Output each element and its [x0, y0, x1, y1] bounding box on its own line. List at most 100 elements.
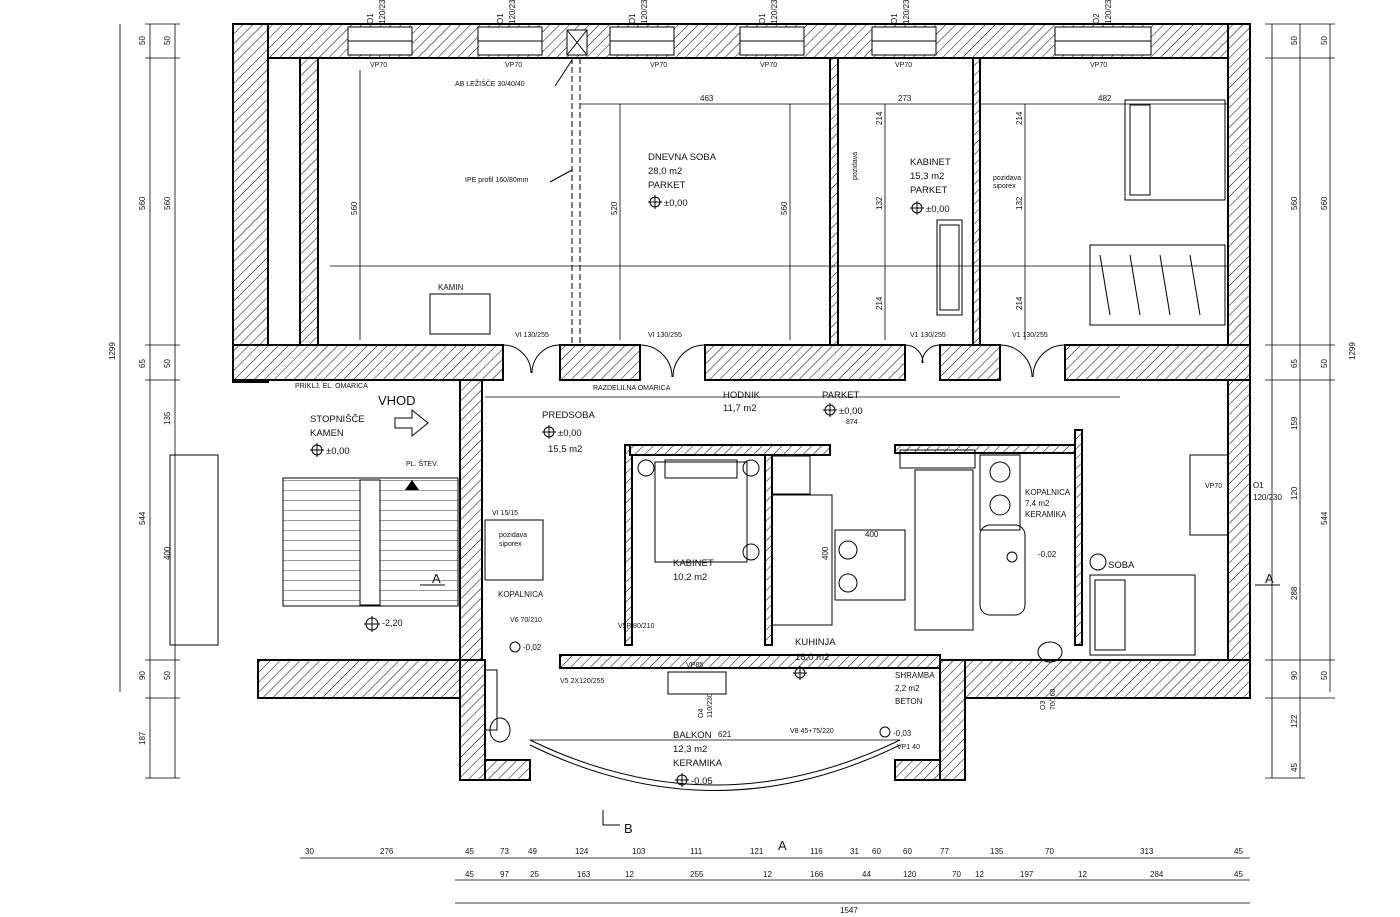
svg-text:VHOD: VHOD — [378, 393, 416, 408]
svg-text:12: 12 — [975, 870, 984, 879]
svg-text:V5P 80/210: V5P 80/210 — [618, 623, 655, 630]
svg-text:V6 70/210: V6 70/210 — [510, 617, 542, 624]
svg-text:121: 121 — [750, 847, 764, 856]
svg-text:KABINET: KABINET — [673, 558, 714, 569]
svg-text:pozidava: pozidava — [852, 152, 859, 180]
svg-text:VP70: VP70 — [650, 62, 667, 69]
svg-text:50: 50 — [1320, 671, 1329, 680]
svg-text:VP70: VP70 — [1205, 483, 1222, 490]
svg-text:70/160: 70/160 — [1050, 688, 1057, 710]
room-hodnik: HODNIK 11,7 m2 PARKET ±0,00 874 — [485, 390, 1120, 426]
svg-text:45: 45 — [1290, 763, 1299, 772]
svg-text:544: 544 — [1320, 511, 1329, 525]
svg-text:V8 45+75/220: V8 45+75/220 — [790, 728, 834, 735]
svg-text:560: 560 — [163, 196, 172, 210]
svg-text:O1: O1 — [496, 13, 505, 24]
svg-text:BETON: BETON — [895, 697, 923, 706]
room-soba: SOBA VP70 O1 120/230 — [1089, 454, 1282, 656]
svg-text:±0,00: ±0,00 — [326, 446, 350, 457]
svg-text:49: 49 — [528, 847, 537, 856]
svg-text:116: 116 — [810, 847, 823, 856]
svg-text:97: 97 — [500, 870, 509, 879]
dimension-lines — [119, 23, 1335, 904]
svg-text:111: 111 — [690, 847, 703, 856]
svg-text:197: 197 — [1020, 870, 1034, 879]
svg-text:PARKET: PARKET — [648, 180, 686, 191]
svg-text:874: 874 — [846, 419, 858, 426]
svg-text:VP85: VP85 — [686, 662, 703, 669]
svg-text:90: 90 — [1290, 671, 1299, 680]
svg-text:120/230: 120/230 — [508, 0, 517, 24]
svg-text:KERAMIKA: KERAMIKA — [1025, 510, 1067, 519]
svg-text:16,0 m2: 16,0 m2 — [795, 652, 829, 663]
svg-text:±0,00: ±0,00 — [839, 406, 863, 417]
svg-text:463: 463 — [700, 94, 714, 103]
left-dimension-labels: 1299 50 50 560 560 65 50 135 400 544 90 … — [108, 36, 172, 745]
svg-text:PRIKLJ. EL. OMARICA: PRIKLJ. EL. OMARICA — [295, 383, 368, 390]
svg-text:560: 560 — [1290, 196, 1299, 210]
svg-text:V1 130/255: V1 130/255 — [910, 332, 946, 339]
svg-text:PARKET: PARKET — [910, 185, 948, 196]
svg-text:KAMIN: KAMIN — [438, 283, 464, 292]
svg-text:284: 284 — [1150, 870, 1164, 879]
svg-text:A: A — [432, 571, 441, 586]
svg-text:124: 124 — [575, 847, 589, 856]
svg-text:50: 50 — [138, 36, 147, 45]
svg-text:45: 45 — [1234, 870, 1243, 879]
svg-text:166: 166 — [810, 870, 824, 879]
svg-text:VP70: VP70 — [505, 62, 522, 69]
svg-text:KOPALNICA: KOPALNICA — [498, 590, 544, 599]
bedroom-furniture — [1089, 99, 1226, 326]
svg-text:103: 103 — [632, 847, 646, 856]
svg-text:400: 400 — [865, 530, 879, 539]
svg-text:±0,00: ±0,00 — [558, 428, 582, 439]
svg-text:65: 65 — [138, 359, 147, 368]
svg-text:135: 135 — [163, 411, 172, 425]
svg-text:120: 120 — [903, 870, 917, 879]
svg-text:28,0 m2: 28,0 m2 — [648, 166, 682, 177]
svg-text:90: 90 — [138, 671, 147, 680]
svg-text:O1: O1 — [758, 13, 767, 24]
svg-text:45: 45 — [465, 870, 474, 879]
svg-text:273: 273 — [898, 94, 912, 103]
svg-text:60: 60 — [903, 847, 912, 856]
svg-text:O3: O3 — [1040, 701, 1047, 710]
svg-text:HODNIK: HODNIK — [723, 390, 761, 401]
svg-text:12,3 m2: 12,3 m2 — [673, 744, 707, 755]
svg-text:VI 130/255: VI 130/255 — [515, 332, 549, 339]
room-kopalnica-left: KOPALNICA pozidava siporex VI 15/15 V6 7… — [484, 510, 544, 743]
svg-text:A: A — [1265, 571, 1274, 586]
svg-text:O4: O4 — [698, 709, 705, 718]
svg-text:VP70: VP70 — [370, 62, 387, 69]
bottom-dimension-row-1: 30 276 45 73 49 124 103 111 121 116 31 6… — [305, 847, 1243, 856]
svg-text:214: 214 — [1015, 296, 1024, 310]
svg-text:482: 482 — [1098, 94, 1112, 103]
svg-text:135: 135 — [990, 847, 1004, 856]
svg-text:400: 400 — [163, 546, 172, 560]
svg-text:SOBA: SOBA — [1108, 560, 1135, 571]
svg-text:pozidava: pozidava — [993, 175, 1021, 182]
svg-text:12: 12 — [1078, 870, 1087, 879]
svg-text:siporex: siporex — [993, 183, 1016, 190]
svg-text:187: 187 — [138, 731, 147, 745]
svg-text:AB LEŽIŠČE 30/40/40: AB LEŽIŠČE 30/40/40 — [455, 79, 525, 88]
svg-text:120/230: 120/230 — [1253, 493, 1282, 502]
svg-text:O1: O1 — [628, 13, 637, 24]
svg-text:O1: O1 — [1253, 481, 1264, 490]
svg-text:560: 560 — [138, 196, 147, 210]
svg-text:VI 15/15: VI 15/15 — [492, 510, 518, 517]
svg-text:-0,02: -0,02 — [1038, 550, 1057, 559]
svg-text:132: 132 — [1015, 196, 1024, 210]
svg-text:120: 120 — [1290, 486, 1299, 500]
svg-text:SHRAMBA: SHRAMBA — [895, 671, 935, 680]
svg-text:VP70: VP70 — [895, 62, 912, 69]
room-stopnisce: STOPNIŠČE KAMEN ±0,00 -2,20 — [169, 414, 459, 646]
svg-text:KABINET: KABINET — [910, 157, 951, 168]
svg-text:77: 77 — [940, 847, 949, 856]
svg-text:V5 2X120/255: V5 2X120/255 — [560, 678, 604, 685]
svg-text:DNEVNA SOBA: DNEVNA SOBA — [648, 152, 717, 163]
svg-text:VP70: VP70 — [1090, 62, 1107, 69]
room-dnevna-soba: DNEVNA SOBA 28,0 m2 PARKET ±0,00 KAMIN — [429, 152, 717, 335]
svg-text:12: 12 — [763, 870, 772, 879]
svg-text:O2: O2 — [1092, 13, 1101, 24]
